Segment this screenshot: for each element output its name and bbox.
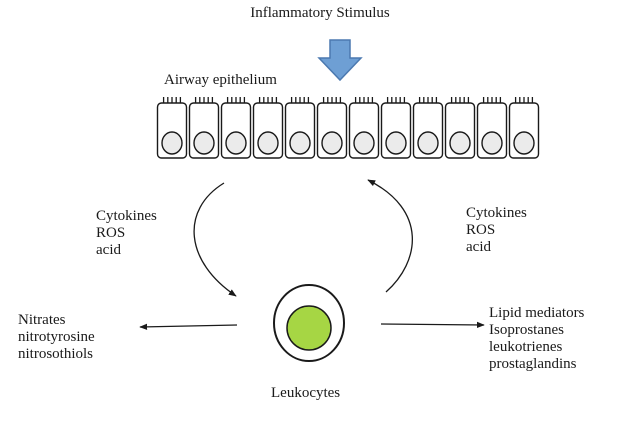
stimulus-title: Inflammatory Stimulus [250, 5, 390, 21]
epithelial-cell-nucleus [449, 131, 471, 155]
cilia [194, 97, 214, 103]
cilia [514, 97, 534, 103]
epithelial-cell [188, 97, 220, 159]
epithelial-cell [412, 97, 444, 159]
cilia [162, 97, 182, 103]
epithelial-cell [348, 97, 380, 159]
airway-epithelium-label: Airway epithelium [164, 72, 277, 88]
leukocyte-nucleus [286, 305, 332, 351]
epithelial-cell-nucleus [225, 131, 247, 155]
epithelial-cell-nucleus [161, 131, 183, 155]
epithelial-cell-nucleus [289, 131, 311, 155]
lipid-product-item: Isoprostanes [489, 322, 564, 338]
left-mediator-list: Cytokines ROS acid [96, 208, 157, 259]
cilia [418, 97, 438, 103]
epithelial-cell-nucleus [353, 131, 375, 155]
epithelial-cell-nucleus [257, 131, 279, 155]
left-mediator-item: Cytokines [96, 208, 157, 224]
epithelial-cell-nucleus [321, 131, 343, 155]
epithelial-cell-nucleus [481, 131, 503, 155]
lipid-products-list: Lipid mediators Isoprostanes leukotriene… [489, 305, 584, 373]
epithelial-cell [252, 97, 284, 159]
arrow-to-lipid-mediators [380, 321, 485, 329]
cilia [226, 97, 246, 103]
nitrogen-products-list: Nitrates nitrotyrosine nitrosothiols [18, 312, 95, 363]
cilia [450, 97, 470, 103]
epithelial-cell [444, 97, 476, 159]
epithelial-cell [220, 97, 252, 159]
leukocytes-label: Leukocytes [271, 385, 341, 401]
nitrogen-product-item: nitrosothiols [18, 346, 94, 362]
epithelial-cell-nucleus [513, 131, 535, 155]
leukocyte-to-epithelium-arrow [367, 179, 413, 293]
left-mediator-item: ROS [96, 225, 126, 241]
cilia [322, 97, 342, 103]
epithelial-cell [284, 97, 316, 159]
right-mediator-item: ROS [466, 222, 496, 238]
epithelial-cell [508, 97, 540, 159]
right-mediator-item: Cytokines [466, 205, 527, 221]
right-mediator-list: Cytokines ROS acid [466, 205, 527, 256]
cilia [290, 97, 310, 103]
stimulus-arrow-icon [317, 39, 363, 82]
epithelial-cell-nucleus [193, 131, 215, 155]
cilia [258, 97, 278, 103]
cilia [482, 97, 502, 103]
lipid-product-item: prostaglandins [489, 356, 577, 372]
cilia [386, 97, 406, 103]
epithelial-cell-nucleus [385, 131, 407, 155]
nitrogen-product-item: nitrotyrosine [18, 329, 95, 345]
arrow-to-nitrates [139, 323, 238, 331]
airway-epithelium-cells [156, 97, 540, 159]
lipid-product-item: Lipid mediators [489, 305, 585, 321]
cilia [354, 97, 374, 103]
nitrogen-product-item: Nitrates [18, 312, 66, 328]
lipid-product-item: leukotrienes [489, 339, 563, 355]
epithelial-cell [380, 97, 412, 159]
right-mediator-item: acid [466, 239, 491, 255]
epithelial-cell [476, 97, 508, 159]
epithelial-cell-nucleus [417, 131, 439, 155]
left-mediator-item: acid [96, 242, 121, 258]
epithelium-to-leukocyte-arrow [193, 182, 237, 297]
epithelial-cell [316, 97, 348, 159]
epithelial-cell [156, 97, 188, 159]
leukocyte-cell [273, 284, 345, 362]
